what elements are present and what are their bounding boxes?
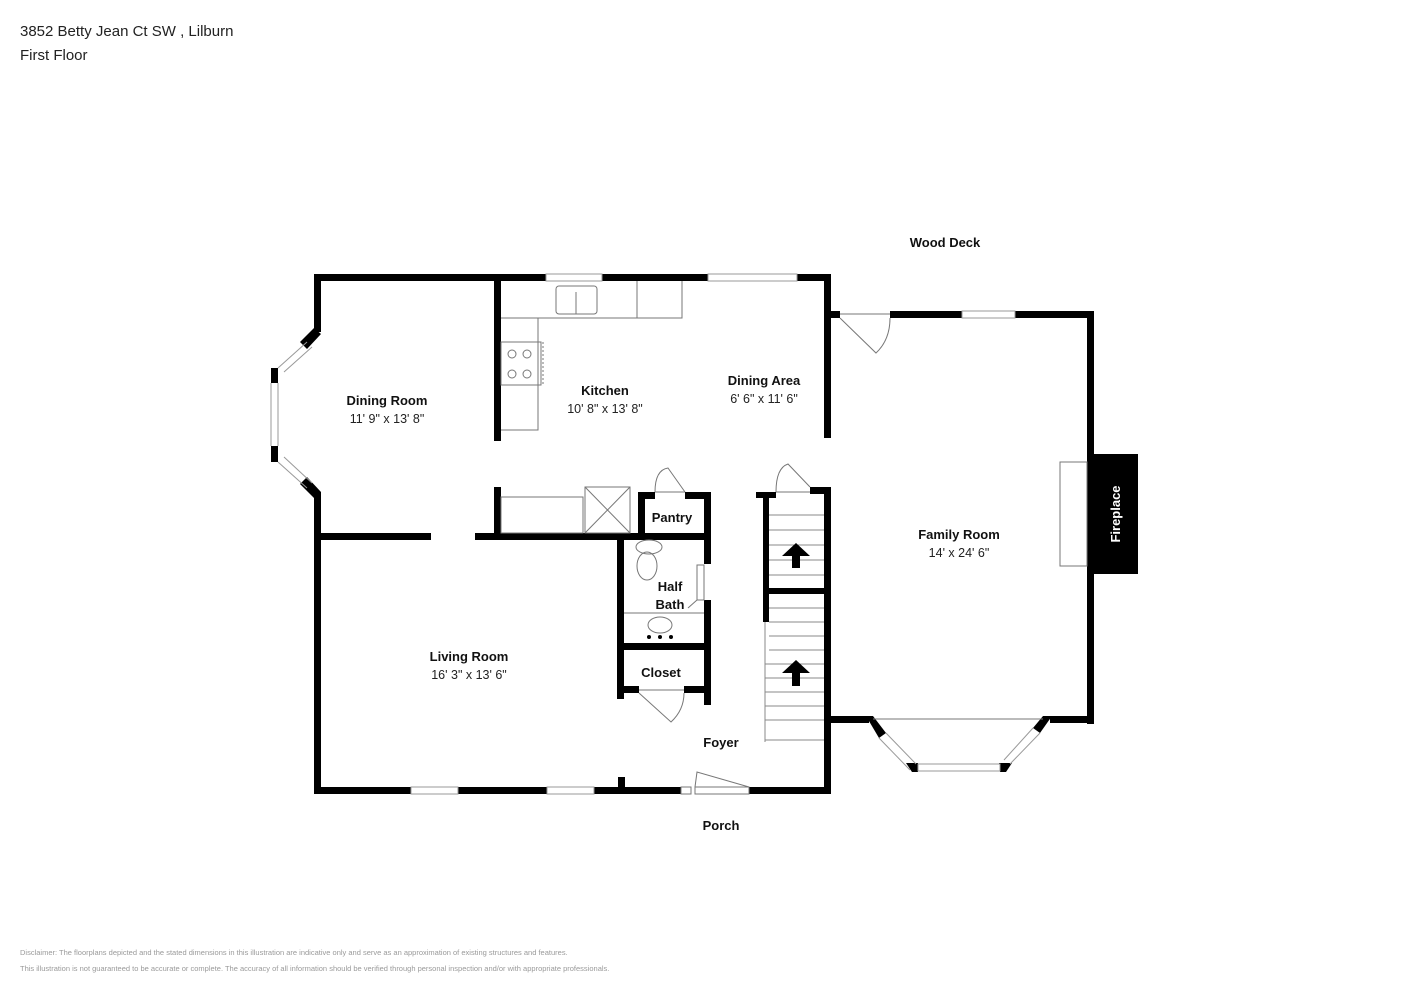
floor-label: First Floor <box>20 47 88 64</box>
fireplace-block <box>1094 454 1138 574</box>
room-dimensions: 16' 3" x 13' 6" <box>431 668 507 682</box>
fixtures <box>500 281 1088 795</box>
room-dimensions: 11' 9" x 13' 8" <box>350 412 425 426</box>
stove-icon <box>500 341 542 386</box>
room-name: Dining Room <box>347 393 428 408</box>
room-name: Dining Area <box>728 373 801 388</box>
walls <box>271 274 1138 794</box>
pantry-label: Pantry <box>652 510 693 525</box>
room-name: Living Room <box>430 649 509 664</box>
foyer-label: Foyer <box>703 735 738 750</box>
property-address: 3852 Betty Jean Ct SW , Lilburn <box>20 23 234 40</box>
half-bath-label-2: Bath <box>656 597 685 612</box>
room-name: Kitchen <box>581 383 629 398</box>
room-dimensions: 6' 6" x 11' 6" <box>730 392 798 406</box>
arrow-up-icon <box>782 660 810 686</box>
room-name: Family Room <box>918 527 1000 542</box>
toilet-icon <box>636 551 658 581</box>
stair-arrows <box>647 543 810 686</box>
room-dimensions: 14' x 24' 6" <box>929 546 990 560</box>
wood-deck-label: Wood Deck <box>910 235 981 250</box>
fridge-icon <box>584 486 631 534</box>
room-dimensions: 10' 8" x 13' 8" <box>567 402 643 416</box>
closet-label: Closet <box>641 665 681 680</box>
fireplace-label: Fireplace <box>1108 485 1123 542</box>
disclaimer-line-2: This illustration is not guaranteed to b… <box>20 964 610 973</box>
room-labels: Dining Room 11' 9" x 13' 8" Kitchen 10' … <box>347 235 1123 833</box>
disclaimer-line-1: Disclaimer: The floorplans depicted and … <box>20 948 568 957</box>
half-bath-label-1: Half <box>658 579 683 594</box>
arrow-up-icon <box>782 543 810 568</box>
sink-bath-icon <box>647 616 673 634</box>
toilet-tank-icon <box>635 539 663 555</box>
windows <box>270 273 1041 795</box>
porch-label: Porch <box>703 818 740 833</box>
